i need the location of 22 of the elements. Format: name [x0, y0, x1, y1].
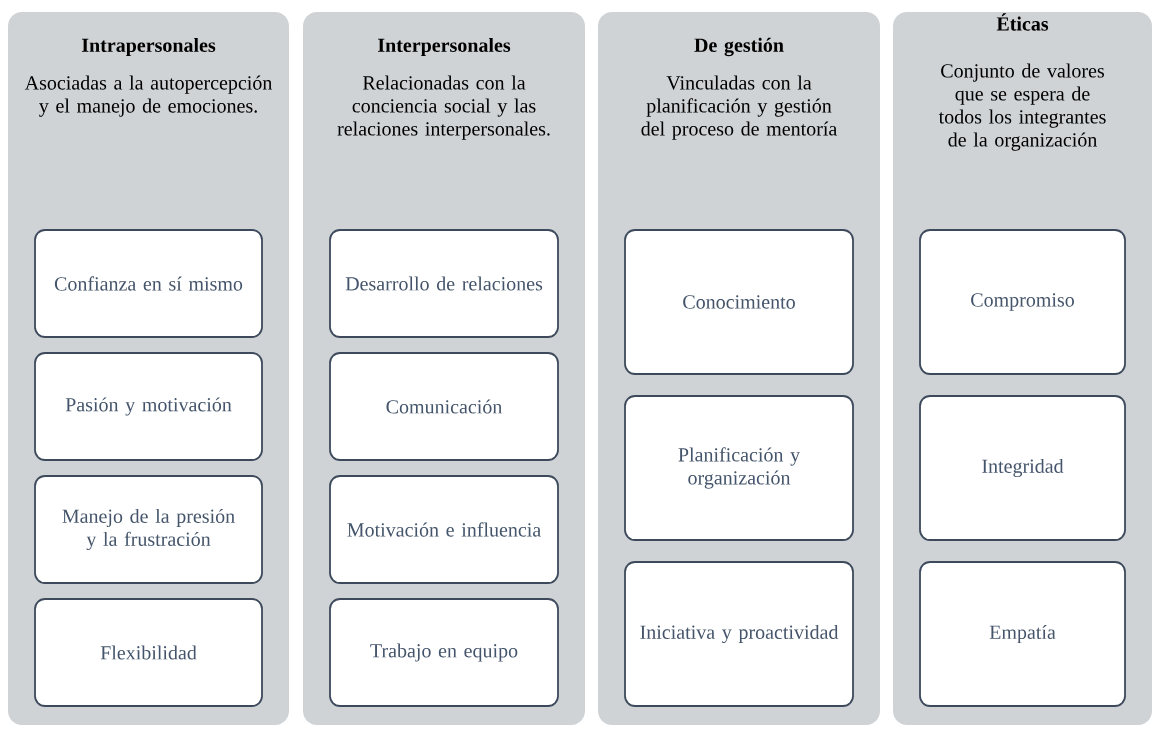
column-description: Conjunto de valores que se espera de todos los integrantes de la organización — [938, 63, 1106, 151]
column-heading: Interpersonales — [378, 37, 511, 57]
competency-box: Flexibilidad — [34, 598, 263, 707]
column-description: Vinculadas con la planificación y gestión del proceso de mentoría — [641, 75, 838, 140]
column-description: Relacionadas con la conciencia social y las relaciones interpersonales. — [337, 75, 550, 140]
column-heading: Intrapersonales — [81, 37, 216, 57]
competency-box: Integridad — [919, 395, 1126, 541]
competency-box: Compromiso — [919, 229, 1126, 375]
competency-box: Iniciativa y proactividad — [624, 561, 854, 707]
competency-box: Conocimiento — [624, 229, 854, 375]
competency-box: Pasión y motivación — [34, 352, 263, 461]
column-heading: Éticas — [996, 13, 1049, 31]
column-heading: De gestión — [694, 37, 784, 57]
competency-box: Desarrollo de relaciones — [329, 229, 559, 338]
competency-box: Motivación e influencia — [329, 475, 559, 584]
competency-box: Confianza en sí mismo — [34, 229, 263, 338]
competency-box: Manejo de la presión y la frustración — [34, 475, 263, 584]
competency-box: Comunicación — [329, 352, 559, 461]
column-description: Asociadas a la autopercepción y el manejo de emociones. — [24, 75, 273, 117]
competency-box: Empatía — [919, 561, 1126, 707]
competency-box: Trabajo en equipo — [329, 598, 559, 707]
competency-box: Planificación y organización — [624, 395, 854, 541]
